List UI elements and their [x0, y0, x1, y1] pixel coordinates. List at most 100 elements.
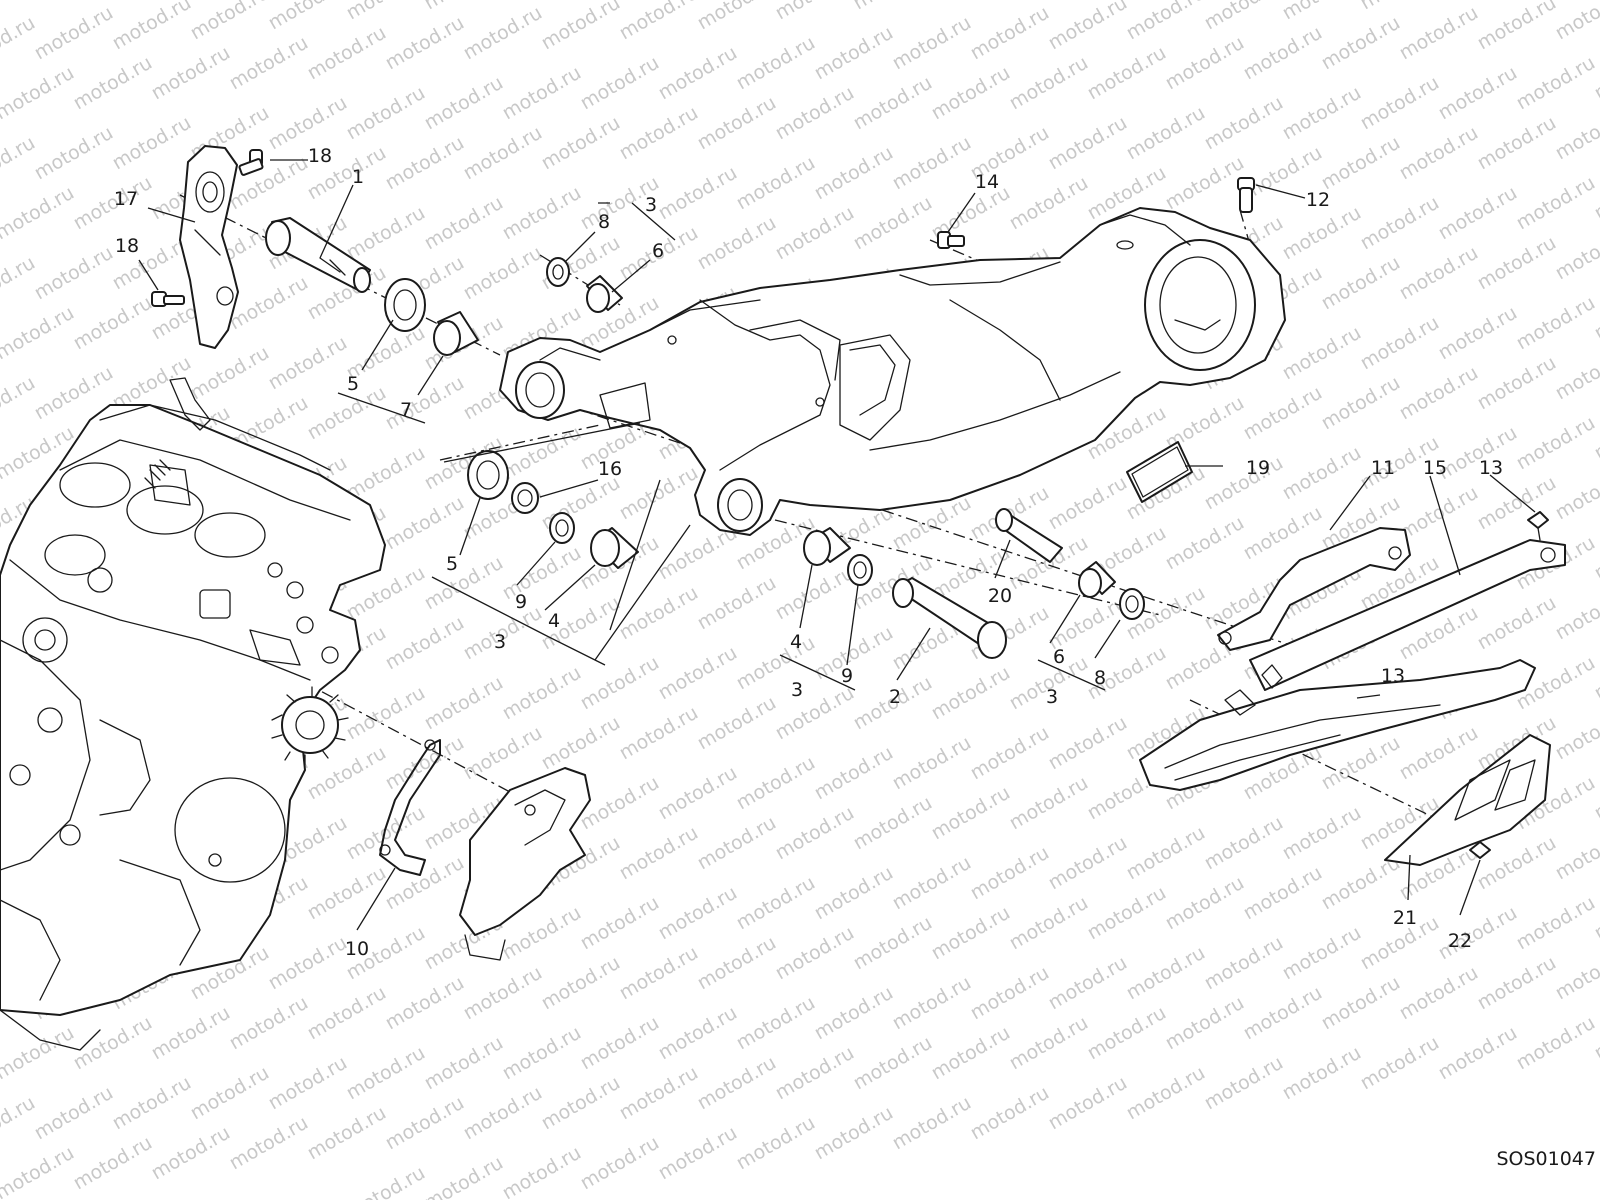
callout-6a: 6 [652, 240, 664, 262]
watermark-text: motod.ru [187, 342, 273, 405]
watermark-text: motod.ru [265, 332, 351, 395]
watermark-text: motod.ru [499, 62, 585, 125]
watermark-text: motod.ru [70, 1012, 156, 1075]
watermark-text: motod.ru [421, 0, 507, 14]
part-21-guard [1384, 734, 1551, 866]
watermark-text: motod.ru [928, 1022, 1014, 1085]
watermark-text: motod.ru [733, 632, 819, 695]
watermark-text: motod.ru [538, 952, 624, 1015]
watermark-text: motod.ru [226, 1112, 312, 1175]
watermark-text: motod.ru [1006, 172, 1092, 235]
watermark-text: motod.ru [265, 932, 351, 995]
callout-9b: 9 [841, 665, 853, 687]
watermark-text: motod.ru [1357, 0, 1443, 14]
watermark-text: motod.ru [772, 0, 858, 24]
diagram-code: SOS01047 [1496, 1148, 1596, 1170]
watermark-text: motod.ru [1201, 932, 1287, 995]
part-5-seal-upper [384, 278, 426, 332]
part-14-stud [937, 231, 965, 249]
watermark-text: motod.ru [1318, 972, 1404, 1035]
callout-4a: 4 [548, 610, 560, 632]
watermark-text: motod.ru [1513, 292, 1599, 355]
watermark-text: motod.ru [0, 182, 78, 245]
watermark-text: motod.ru [1279, 322, 1365, 385]
callout-labels: 1 2 3 3 3 3 4 4 5 5 6 6 7 8 8 9 9 10 11 … [114, 145, 1503, 960]
watermark-text: motod.ru [1435, 182, 1521, 245]
callout-13a: 13 [1479, 457, 1503, 479]
part-9-ring-left [549, 512, 575, 544]
callout-3a: 3 [645, 194, 657, 216]
watermark-text: motod.ru [1162, 872, 1248, 935]
watermark-text: motod.ru [1279, 922, 1365, 985]
watermark-text: motod.ru [928, 662, 1014, 725]
watermark-text: motod.ru [1435, 422, 1521, 485]
callout-6b: 6 [1053, 646, 1065, 668]
callout-5a: 5 [347, 373, 359, 395]
callout-20: 20 [988, 585, 1012, 607]
watermark-text: motod.ru [811, 1102, 897, 1165]
watermark-text: motod.ru [577, 772, 663, 835]
watermark-text: motod.ru [187, 0, 273, 44]
callout-3c: 3 [791, 679, 803, 701]
callout-22: 22 [1448, 930, 1472, 952]
watermark-text: motod.ru [421, 1032, 507, 1095]
part-13-screw-upper [1527, 511, 1549, 541]
watermark-text: motod.ru [577, 892, 663, 955]
part-6-bushing-upper [586, 275, 623, 313]
watermark-text: motod.ru [1396, 962, 1482, 1025]
watermark-text: motod.ru [1045, 952, 1131, 1015]
watermark-text: motod.ru [1279, 1042, 1365, 1105]
watermark-text: motod.ru [304, 1102, 390, 1165]
watermark-text: motod.ru [304, 982, 390, 1045]
watermark-text: motod.ru [577, 1132, 663, 1195]
watermark-text: motod.ru [538, 112, 624, 175]
watermark-text: motod.ru [1552, 0, 1600, 44]
watermark-text: motod.ru [1396, 722, 1482, 785]
watermark-text: motod.ru [1396, 242, 1482, 305]
watermark-text: motod.ru [967, 1082, 1053, 1145]
callout-5b: 5 [446, 553, 458, 575]
watermark-text: motod.ru [0, 1022, 78, 1085]
watermark-text: motod.ru [733, 32, 819, 95]
watermark-text: motod.ru [967, 842, 1053, 905]
watermark-text: motod.ru [109, 112, 195, 175]
watermark-text: motod.ru [1084, 42, 1170, 105]
callout-9a: 9 [515, 591, 527, 613]
watermark-text: motod.ru [1435, 1022, 1521, 1085]
watermark-text: motod.ru [733, 992, 819, 1055]
watermark-text: motod.ru [1006, 772, 1092, 835]
callout-3b: 3 [494, 631, 506, 653]
watermark-text: motod.ru [499, 182, 585, 245]
watermark-text: motod.ru [343, 442, 429, 505]
watermark-text: motod.ru [1123, 0, 1209, 44]
callout-7: 7 [400, 399, 412, 421]
watermark-text: motod.ru [655, 1122, 741, 1185]
watermark-text: motod.ru [772, 202, 858, 265]
watermark-text: motod.ru [1513, 52, 1599, 115]
watermark-text: motod.ru [694, 212, 780, 275]
watermark-text: motod.ru [1474, 472, 1560, 535]
watermark-text: motod.ru [1162, 992, 1248, 1055]
watermark-text: motod.ru [889, 732, 975, 795]
watermark-text: motod.ru [460, 2, 546, 65]
callout-14: 14 [975, 171, 999, 193]
watermark-text: motod.ru [1396, 362, 1482, 425]
watermark-text: motod.ru [1357, 1032, 1443, 1095]
watermark-text: motod.ru [31, 2, 117, 65]
watermark-text: motod.ru [499, 542, 585, 605]
watermark-text: motod.ru [889, 1092, 975, 1155]
watermark-text: motod.ru [226, 152, 312, 215]
watermark-text: motod.ru [460, 722, 546, 785]
watermark-text: motod.ru [1552, 222, 1600, 285]
callout-21: 21 [1393, 907, 1417, 929]
chain-slider [1139, 659, 1536, 791]
watermark-text: motod.ru [811, 862, 897, 925]
watermark-text: motod.ru [421, 552, 507, 615]
watermark-text: motod.ru [226, 32, 312, 95]
callout-15: 15 [1423, 457, 1447, 479]
watermark-text: motod.ru [1474, 352, 1560, 415]
watermark-text: motod.ru [1201, 812, 1287, 875]
watermark-text: motod.ru [343, 1162, 429, 1200]
watermark-text: motod.ru [31, 242, 117, 305]
